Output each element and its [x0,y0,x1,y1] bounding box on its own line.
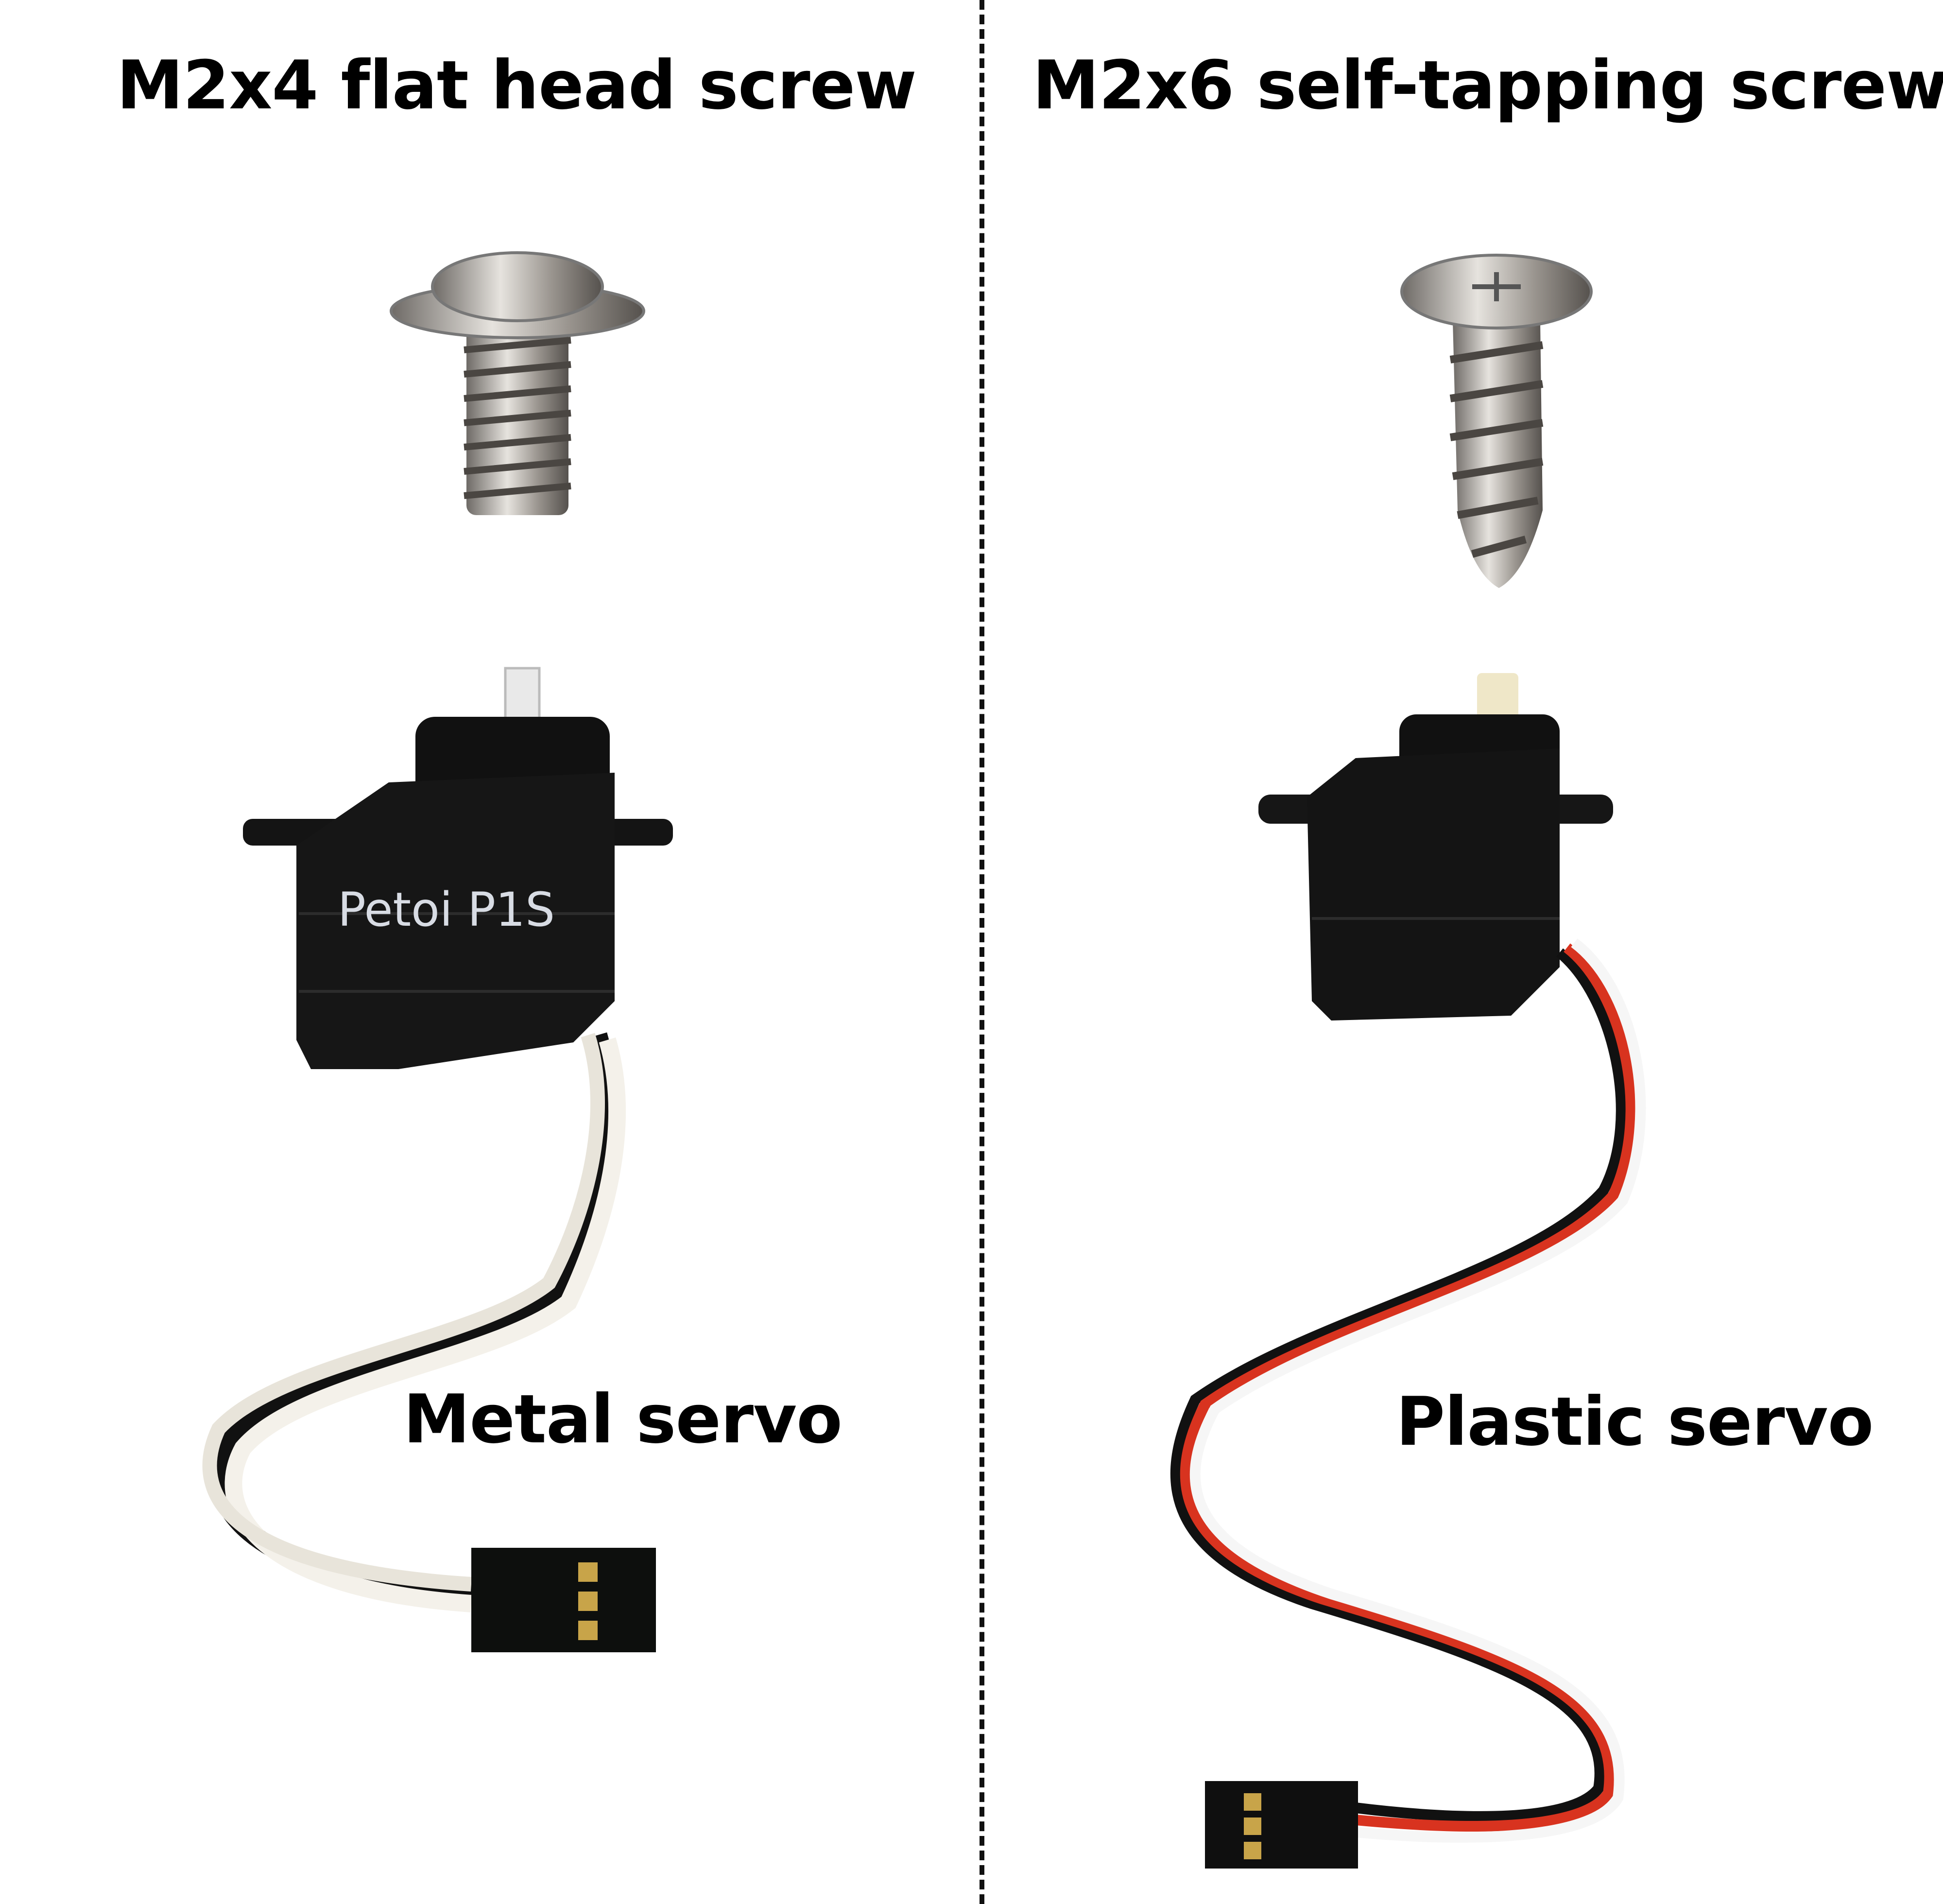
plastic-servo-label: Plastic servo [1396,1383,1874,1461]
left-screw-title: M2x4 flat head screw [117,46,917,124]
metal-servo-label: Metal servo [403,1380,843,1458]
servo-brand-text: Petoi P1S [338,883,555,937]
plastic-servo-image [1170,673,1646,1869]
right-screw-title: M2x6 self-tapping screw [1032,46,1943,124]
metal-servo-image: Petoi P1S [202,667,673,1652]
self-tapping-screw-image [1400,254,1593,588]
dashed-divider [980,0,984,1904]
flat-head-screw-image [390,251,645,515]
